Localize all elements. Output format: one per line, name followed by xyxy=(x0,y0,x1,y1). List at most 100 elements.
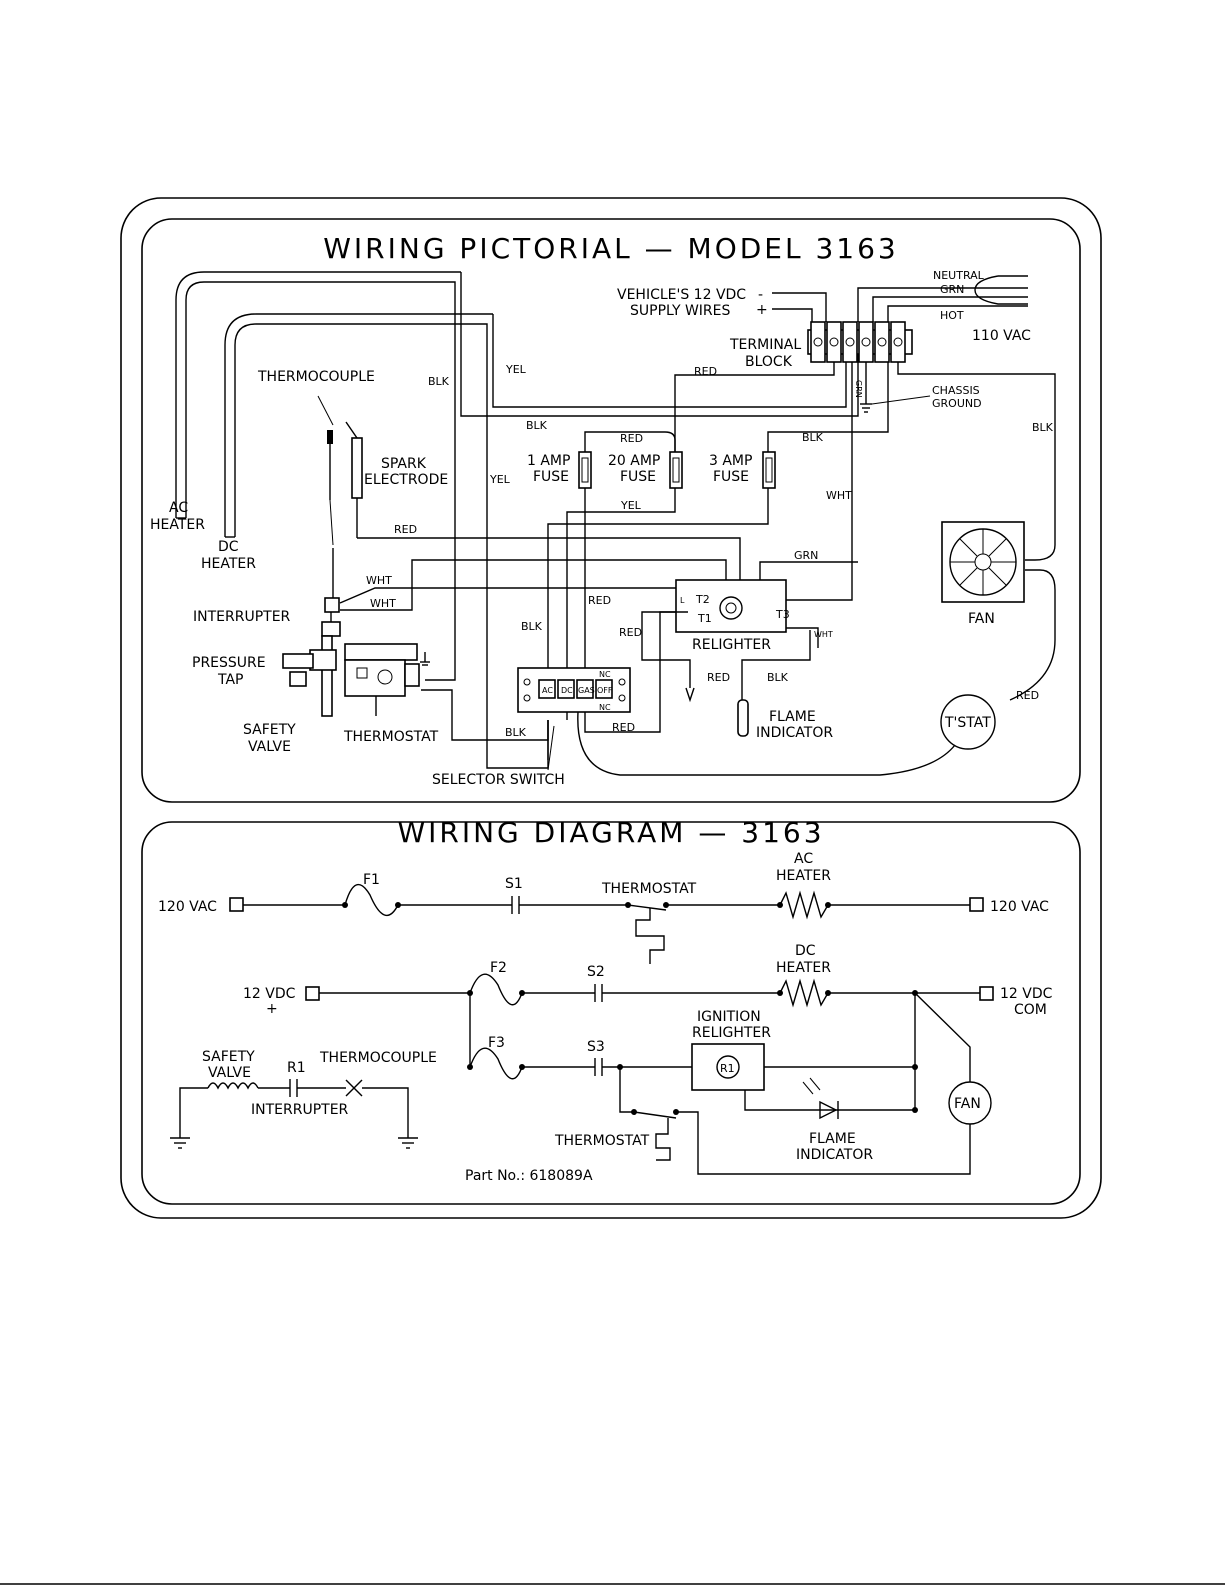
wire-blk-ac xyxy=(547,488,769,668)
label-thermostat-1: THERMOSTAT xyxy=(601,881,697,897)
resistor-dc-heater xyxy=(779,978,829,1008)
label-yel-3: YEL xyxy=(620,499,642,512)
label-r1-box: R1 xyxy=(720,1062,735,1075)
label-f3: F3 xyxy=(488,1035,505,1051)
label-dc-heater-diagram: HEATER xyxy=(776,960,831,976)
label-r1: R1 xyxy=(287,1060,306,1076)
label-switch-nc-1: NC xyxy=(599,670,611,679)
resistor-ac-heater xyxy=(779,890,829,920)
label-blk-4: BLK xyxy=(521,620,543,633)
label-12vdc-plus: + xyxy=(266,1001,278,1017)
label-grn: GRN xyxy=(940,283,964,296)
thermostat-switch-2 xyxy=(633,1111,677,1119)
label-switch-off: OFF xyxy=(597,686,613,695)
wire-blk-3amp xyxy=(767,362,889,455)
wire-blk-fan xyxy=(897,362,1056,561)
label-t1: T1 xyxy=(697,612,712,625)
label-s1: S1 xyxy=(505,876,523,892)
label-fuse-3: FUSE xyxy=(713,469,749,485)
label-blk-2: BLK xyxy=(526,419,548,432)
label-red-1: RED xyxy=(694,365,717,378)
label-red-7: RED xyxy=(1016,689,1039,702)
label-ignition: IGNITION xyxy=(697,1009,761,1025)
label-wht-4: WHT xyxy=(814,630,833,639)
supply-plus-wire xyxy=(772,308,813,322)
label-interrupter-diagram: INTERRUPTER xyxy=(251,1102,349,1118)
pictorial-title: WIRING PICTORIAL — MODEL 3163 xyxy=(323,232,899,265)
terminal-120vac-right xyxy=(969,897,984,912)
wire-red-20amp xyxy=(674,362,835,455)
label-fan: FAN xyxy=(968,611,995,627)
terminal-12vdc-right xyxy=(979,986,994,1001)
label-switch-nc-2: NC xyxy=(599,703,611,712)
label-s2: S2 xyxy=(587,964,605,980)
wire-red-fuse-link xyxy=(584,431,676,452)
wire-red-fan-tstat xyxy=(1009,569,1056,701)
fuse-f1 xyxy=(344,883,399,917)
wire-tstat xyxy=(577,711,956,776)
diagram-panel xyxy=(141,821,1081,1205)
label-blk-3: BLK xyxy=(802,431,824,444)
label-110vac: 110 VAC xyxy=(972,328,1031,344)
label-red-4: RED xyxy=(588,594,611,607)
safety-valve-coil xyxy=(207,1082,259,1090)
label-chassis: CHASSIS xyxy=(932,384,980,397)
label-tap: TAP xyxy=(217,672,243,688)
selector-switch[interactable] xyxy=(517,667,631,713)
wire-yel-dc xyxy=(566,488,676,668)
diagram-title: WIRING DIAGRAM — 3163 xyxy=(397,816,824,849)
switch-gas[interactable] xyxy=(576,679,594,699)
label-flame-diagram: FLAME xyxy=(809,1131,856,1147)
fan-motor xyxy=(948,1081,992,1125)
fuse-3amp xyxy=(762,451,776,489)
label-minus: - xyxy=(758,287,763,303)
supply-minus-wire xyxy=(772,292,827,322)
wire-red-spark xyxy=(357,537,741,588)
label-ac-heater-diagram: HEATER xyxy=(776,868,831,884)
label-block: BLOCK xyxy=(745,354,793,370)
plug-110vac xyxy=(974,275,1028,305)
label-dc-heater: HEATER xyxy=(201,556,256,572)
label-12vdc-right: 12 VDC xyxy=(1000,986,1053,1002)
label-12vdc-left: 12 VDC xyxy=(243,986,296,1002)
label-wht-2: WHT xyxy=(366,574,392,587)
label-valve-diagram: VALVE xyxy=(208,1065,251,1081)
label-switch-ac: AC xyxy=(542,686,553,695)
label-wht-3: WHT xyxy=(370,597,396,610)
wire-ac-blk xyxy=(460,272,859,417)
label-blk-1: BLK xyxy=(428,375,450,388)
label-supply-1: VEHICLE'S 12 VDC xyxy=(617,287,746,303)
label-switch-dc: DC xyxy=(561,686,573,695)
label-wht-1: WHT xyxy=(826,489,852,502)
ac-heater-element xyxy=(175,271,461,518)
label-safety: SAFETY xyxy=(243,722,296,738)
label-dc: DC xyxy=(218,539,239,555)
part-number: Part No.: 618089A xyxy=(465,1168,593,1184)
fan-part xyxy=(941,521,1025,603)
switch-dc[interactable] xyxy=(557,679,575,699)
label-f1: F1 xyxy=(363,872,380,888)
label-relighter-diagram: RELIGHTER xyxy=(692,1025,771,1041)
label-relighter: RELIGHTER xyxy=(692,637,771,653)
label-hot: HOT xyxy=(940,309,964,322)
label-red-5: RED xyxy=(619,626,642,639)
dc-heater-element xyxy=(224,313,493,537)
wire-blk-flame xyxy=(741,630,811,700)
label-blk-5: BLK xyxy=(767,671,789,684)
fuse-20amp xyxy=(669,451,683,489)
wire-dc-yel xyxy=(492,314,847,408)
label-grn-vertical: GRN xyxy=(854,380,863,398)
flame-indicator-diode xyxy=(802,1077,839,1120)
ground-icon-left xyxy=(170,1137,190,1149)
switch-ac[interactable] xyxy=(538,679,556,699)
label-terminal: TERMINAL xyxy=(729,337,801,353)
label-safety-diagram: SAFETY xyxy=(202,1049,255,1065)
label-f2: F2 xyxy=(490,960,507,976)
label-t2: T2 xyxy=(695,593,710,606)
terminal-120vac-left xyxy=(229,897,244,912)
label-plus: + xyxy=(756,302,768,318)
switch-off[interactable] xyxy=(595,679,613,699)
label-fan-diagram: FAN xyxy=(954,1096,981,1112)
label-spark: SPARK xyxy=(381,456,427,472)
